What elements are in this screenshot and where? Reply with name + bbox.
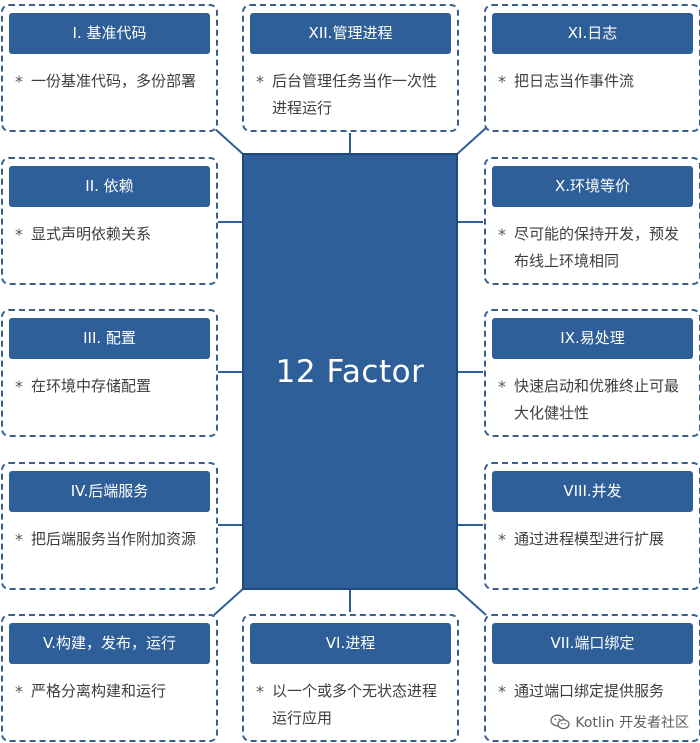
connector-line bbox=[213, 127, 245, 156]
factor-description: * 通过端口绑定提供服务 bbox=[498, 678, 693, 705]
factor-desc-text: 把后端服务当作附加资源 bbox=[31, 530, 197, 548]
connector-line bbox=[455, 587, 487, 616]
factor-title: VIII.并发 bbox=[492, 471, 693, 512]
factor-title: I. 基准代码 bbox=[9, 13, 210, 54]
connector-line bbox=[455, 127, 487, 156]
factor-desc-text: 把日志当作事件流 bbox=[514, 72, 635, 90]
bullet-icon: * bbox=[256, 72, 264, 91]
connector-line bbox=[213, 587, 245, 616]
factor-desc-text: 快速启动和优雅终止可最大化健壮性 bbox=[514, 377, 680, 422]
factor-description: * 在环境中存储配置 bbox=[15, 373, 210, 400]
factor-card-concurrency: VIII.并发 * 通过进程模型进行扩展 bbox=[484, 462, 700, 590]
bullet-icon: * bbox=[15, 377, 23, 396]
factor-description: * 把日志当作事件流 bbox=[498, 68, 693, 95]
factor-card-config: III. 配置 * 在环境中存储配置 bbox=[1, 309, 218, 437]
factor-card-logs: XI.日志 * 把日志当作事件流 bbox=[484, 4, 700, 132]
factor-description: * 把后端服务当作附加资源 bbox=[15, 526, 210, 553]
factor-title: XII.管理进程 bbox=[250, 13, 451, 54]
center-node: 12 Factor bbox=[242, 153, 458, 590]
factor-desc-text: 严格分离构建和运行 bbox=[31, 682, 167, 700]
bullet-icon: * bbox=[15, 225, 23, 244]
factor-desc-text: 一份基准代码，多份部署 bbox=[31, 72, 197, 90]
factor-card-disposability: IX.易处理 * 快速启动和优雅终止可最大化健壮性 bbox=[484, 309, 700, 437]
factor-card-build-release-run: V.构建，发布，运行 * 严格分离构建和运行 bbox=[1, 614, 218, 742]
factor-description: * 一份基准代码，多份部署 bbox=[15, 68, 210, 95]
factor-title: IV.后端服务 bbox=[9, 471, 210, 512]
center-title: 12 Factor bbox=[275, 353, 425, 390]
factor-desc-text: 以一个或多个无状态进程运行应用 bbox=[272, 682, 438, 727]
factor-desc-text: 在环境中存储配置 bbox=[31, 377, 152, 395]
factor-desc-text: 通过端口绑定提供服务 bbox=[514, 682, 665, 700]
watermark-text: Kotlin 开发者社区 bbox=[575, 715, 689, 731]
factor-title: IX.易处理 bbox=[492, 318, 693, 359]
factor-description: * 严格分离构建和运行 bbox=[15, 678, 210, 705]
bullet-icon: * bbox=[498, 225, 506, 244]
bullet-icon: * bbox=[15, 530, 23, 549]
bullet-icon: * bbox=[498, 377, 506, 396]
factor-card-processes: VI.进程 * 以一个或多个无状态进程运行应用 bbox=[242, 614, 459, 742]
bullet-icon: * bbox=[15, 682, 23, 701]
factor-desc-text: 后台管理任务当作一次性进程运行 bbox=[272, 72, 438, 117]
factor-description: * 显式声明依赖关系 bbox=[15, 221, 210, 248]
factor-description: * 快速启动和优雅终止可最大化健壮性 bbox=[498, 373, 693, 427]
factor-description: * 尽可能的保持开发，预发布线上环境相同 bbox=[498, 221, 693, 275]
factor-desc-text: 通过进程模型进行扩展 bbox=[514, 530, 665, 548]
factor-card-backing-services: IV.后端服务 * 把后端服务当作附加资源 bbox=[1, 462, 218, 590]
factor-title: II. 依赖 bbox=[9, 166, 210, 207]
factor-title: V.构建，发布，运行 bbox=[9, 623, 210, 664]
bullet-icon: * bbox=[498, 530, 506, 549]
wechat-icon bbox=[550, 714, 571, 730]
factor-description: * 以一个或多个无状态进程运行应用 bbox=[256, 678, 451, 732]
factor-title: VI.进程 bbox=[250, 623, 451, 664]
bullet-icon: * bbox=[15, 72, 23, 91]
factor-card-codebase: I. 基准代码 * 一份基准代码，多份部署 bbox=[1, 4, 218, 132]
factor-desc-text: 显式声明依赖关系 bbox=[31, 225, 152, 243]
bullet-icon: * bbox=[498, 72, 506, 91]
bullet-icon: * bbox=[498, 682, 506, 701]
factor-card-admin-processes: XII.管理进程 * 后台管理任务当作一次性进程运行 bbox=[242, 4, 459, 132]
watermark: Kotlin 开发者社区 bbox=[547, 711, 692, 733]
factor-title: X.环境等价 bbox=[492, 166, 693, 207]
factor-title: XI.日志 bbox=[492, 13, 693, 54]
bullet-icon: * bbox=[256, 682, 264, 701]
factor-card-dependencies: II. 依赖 * 显式声明依赖关系 bbox=[1, 157, 218, 285]
factor-card-dev-prod-parity: X.环境等价 * 尽可能的保持开发，预发布线上环境相同 bbox=[484, 157, 700, 285]
factor-title: III. 配置 bbox=[9, 318, 210, 359]
factor-description: * 通过进程模型进行扩展 bbox=[498, 526, 693, 553]
factor-title: VII.端口绑定 bbox=[492, 623, 693, 664]
factor-description: * 后台管理任务当作一次性进程运行 bbox=[256, 68, 451, 122]
factor-desc-text: 尽可能的保持开发，预发布线上环境相同 bbox=[514, 225, 680, 270]
